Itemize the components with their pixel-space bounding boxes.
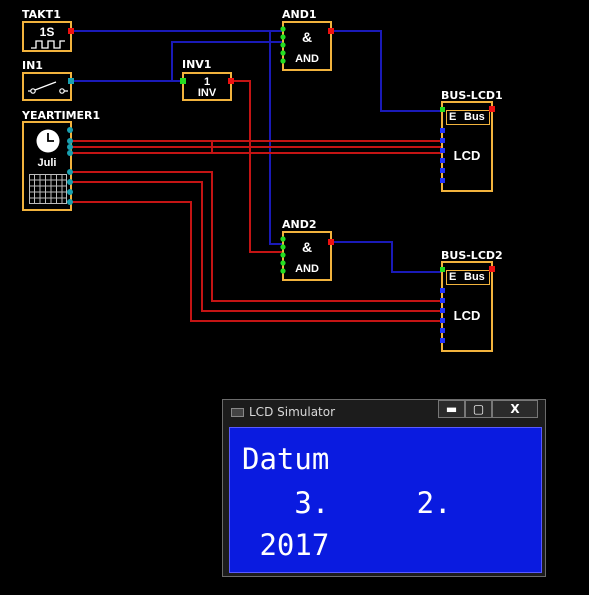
and1-output-pin[interactable] [328, 28, 335, 35]
buslcd2-lcd-label: LCD [453, 308, 481, 323]
lcd-line-2: 3. 2. [242, 486, 452, 520]
wire-takt-to-and2 [269, 31, 283, 245]
yeartimer1-month: Juli [37, 157, 57, 169]
buslcd2-enable-label: E [449, 271, 457, 283]
and2-text: AND [295, 263, 319, 275]
buslcd1-label: BUS-LCD1 [441, 89, 503, 102]
buslcd2-label: BUS-LCD2 [441, 249, 503, 262]
and2-block[interactable]: & AND [282, 231, 332, 281]
inv1-block[interactable]: 1 INV [182, 72, 232, 101]
yeartimer1-output-pins[interactable] [66, 126, 75, 208]
lcd-simulator-title: LCD Simulator [249, 405, 336, 419]
buslcd2-input-pins[interactable] [439, 266, 447, 348]
calendar-grid-icon [29, 174, 67, 204]
buslcd1-lcd-label: LCD [453, 148, 481, 163]
and1-label: AND1 [282, 8, 317, 21]
in1-label: IN1 [22, 59, 43, 72]
takt1-block[interactable]: 1S [22, 21, 72, 52]
yeartimer1-block[interactable]: Juli [22, 121, 72, 211]
wire-yt-6 [72, 201, 443, 322]
wire-and2-to-lcd2 [332, 241, 443, 273]
buslcd2-output-pin[interactable] [489, 266, 496, 273]
buslcd1-bus-label: Bus [464, 111, 485, 123]
wire-in-to-and1 [171, 41, 283, 81]
inv1-text: INV [197, 87, 217, 99]
and2-symbol: & [301, 239, 313, 255]
wire-yt-5 [72, 181, 443, 312]
buslcd1-bus-header: E Bus [446, 110, 490, 125]
and1-block[interactable]: & AND [282, 21, 332, 71]
and2-output-pin[interactable] [328, 239, 335, 246]
wire-yt-4 [72, 171, 443, 302]
and1-symbol: & [301, 29, 313, 45]
lcd-simulator-window[interactable]: LCD Simulator ▬ ▢ X Datum 3. 2. 2017 [222, 399, 546, 577]
buslcd1-output-pin[interactable] [489, 106, 496, 113]
takt1-output-pin[interactable] [68, 28, 75, 35]
minimize-button[interactable]: ▬ [438, 400, 465, 418]
takt1-label: TAKT1 [22, 8, 61, 21]
takt1-period: 1S [39, 25, 55, 39]
inv1-output-pin[interactable] [228, 78, 235, 85]
buslcd1-enable-label: E [449, 111, 457, 123]
switch-icon [28, 81, 68, 94]
buslcd1-block[interactable]: E Bus LCD [441, 101, 493, 192]
clock-icon [36, 129, 60, 153]
yeartimer1-label: YEARTIMER1 [22, 109, 101, 122]
inv1-symbol: 1 [203, 76, 211, 88]
in1-switch-block[interactable] [22, 72, 72, 101]
buslcd2-bus-header: E Bus [446, 270, 490, 285]
wire-and1-to-lcd1 [332, 30, 443, 112]
and2-label: AND2 [282, 218, 317, 231]
and1-input-pins[interactable] [280, 26, 287, 70]
buslcd2-block[interactable]: E Bus LCD [441, 261, 493, 352]
lcd-window-icon [231, 408, 244, 417]
lcd-line-1: Datum [242, 442, 330, 476]
wire-inv-to-and2 [231, 80, 283, 253]
clock-pulse-icon [31, 40, 65, 49]
lcd-line-3: 2017 [242, 528, 330, 562]
and1-text: AND [295, 53, 319, 65]
in1-output-pin[interactable] [68, 78, 75, 85]
and2-input-pins[interactable] [280, 236, 287, 280]
inv1-label: INV1 [182, 58, 212, 71]
restore-button[interactable]: ▢ [465, 400, 492, 418]
buslcd2-bus-label: Bus [464, 271, 485, 283]
close-button[interactable]: X [492, 400, 538, 418]
lcd-display: Datum 3. 2. 2017 [229, 427, 542, 573]
inv1-input-pin[interactable] [180, 78, 187, 85]
buslcd1-input-pins[interactable] [439, 106, 447, 188]
